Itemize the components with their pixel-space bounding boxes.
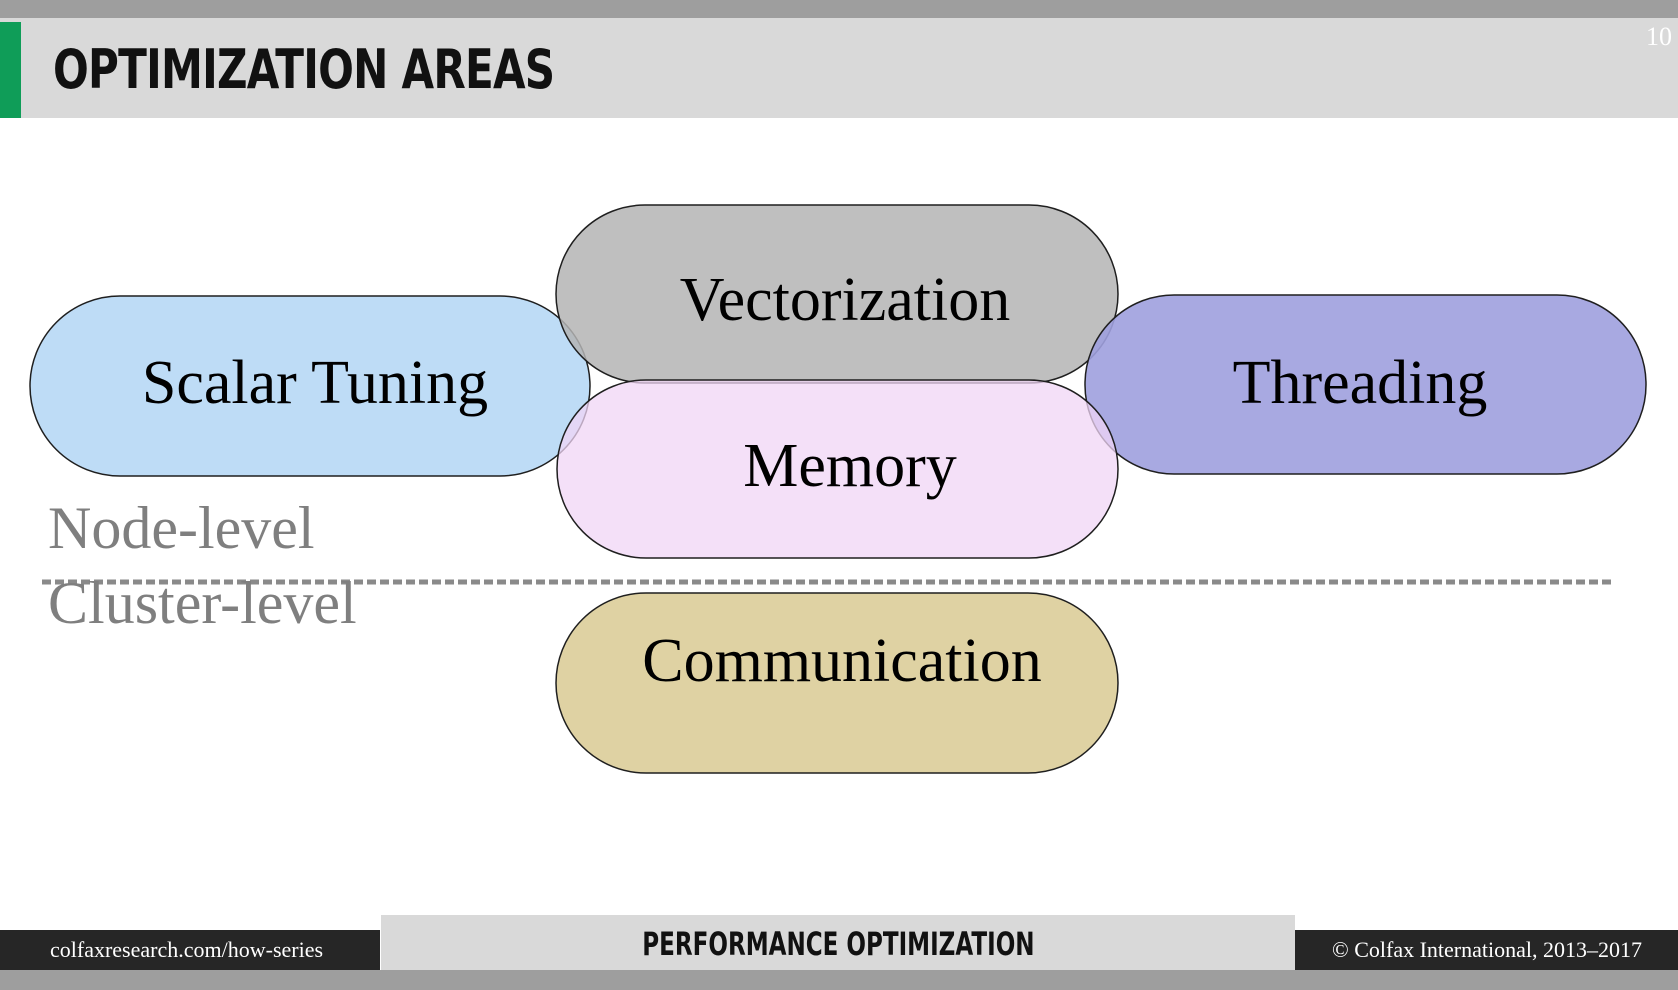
page-number: 10	[1646, 22, 1672, 51]
cluster-level-label: Cluster-level	[48, 570, 357, 636]
memory-shape	[556, 379, 1119, 559]
footer-website: colfaxresearch.com/how-series	[0, 930, 380, 970]
scalar-tuning-shape	[29, 295, 591, 477]
threading-shape	[1084, 294, 1647, 475]
header-bar	[0, 18, 1678, 118]
accent-bar	[0, 22, 21, 118]
vectorization-label: Vectorization	[680, 266, 1011, 334]
optimization-diagram: Scalar Tuning Vectorization Threading Me…	[29, 204, 1647, 774]
threading-label: Threading	[1233, 349, 1488, 417]
footer-copyright: © Colfax International, 2013–2017	[1295, 930, 1678, 970]
footer-course-title-text: PERFORMANCE OPTIMIZATION	[641, 925, 1035, 963]
slide-title: OPTIMIZATION AREAS	[53, 38, 555, 101]
memory-label: Memory	[743, 432, 957, 500]
bottom-strip	[0, 970, 1678, 990]
node-level-label: Node-level	[48, 495, 315, 561]
scalar-tuning-label: Scalar Tuning	[142, 349, 488, 417]
top-strip	[0, 0, 1678, 18]
communication-label: Communication	[642, 627, 1042, 695]
communication-shape	[555, 592, 1119, 774]
footer-course-title: PERFORMANCE OPTIMIZATION	[381, 915, 1295, 970]
